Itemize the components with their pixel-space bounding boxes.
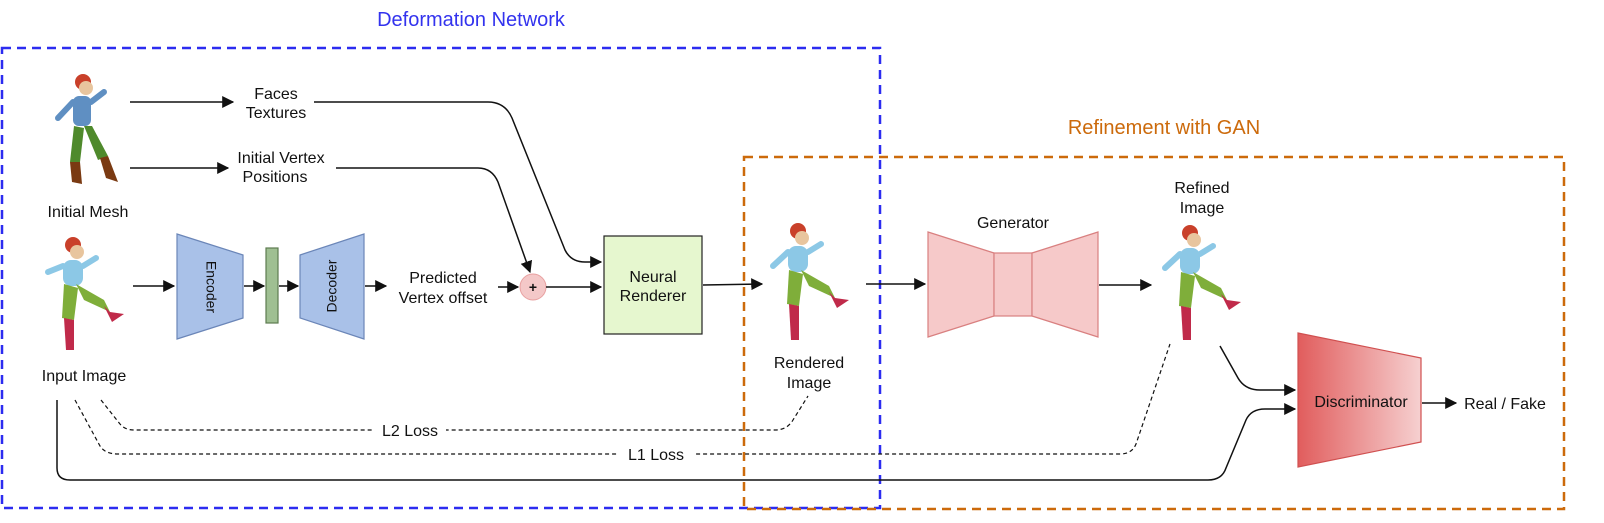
arrow-input-to-discriminator <box>56 400 1297 481</box>
l1-loss-label: L1 Loss <box>628 447 684 464</box>
refinement-gan-frame <box>742 155 1566 511</box>
initial-mesh-figure <box>55 74 118 184</box>
faces-label: Faces <box>254 86 298 103</box>
neural-renderer-label-2: Renderer <box>620 288 687 305</box>
encoder-block <box>176 233 244 340</box>
real-fake-label: Real / Fake <box>1464 396 1546 413</box>
l2-loss-label: L2 Loss <box>382 423 438 440</box>
input-image-figure <box>45 237 124 350</box>
rendered-label: Rendered <box>774 355 844 372</box>
predicted-label: Predicted <box>409 270 477 287</box>
discriminator-block <box>1297 332 1422 468</box>
textures-label: Textures <box>246 105 306 122</box>
deformation-network-title: Deformation Network <box>377 9 566 31</box>
deformation-network-frame <box>0 46 882 510</box>
neural-renderer-label-1: Neural <box>629 269 676 286</box>
rendered-image-label: Image <box>787 375 832 392</box>
input-image-label: Input Image <box>42 368 127 385</box>
initial-vertex-label: Initial Vertex <box>237 150 324 167</box>
l1-loss-bg <box>618 444 694 464</box>
l2-loss-bg <box>372 420 446 440</box>
l1-loss-path <box>74 343 1171 455</box>
decoder-block <box>299 233 365 340</box>
refinement-gan-title: Refinement with GAN <box>1068 117 1260 139</box>
refined-image-label: Image <box>1180 200 1225 217</box>
discriminator-label: Discriminator <box>1314 394 1408 411</box>
adder-symbol: + <box>529 279 537 295</box>
vertex-offset-label: Vertex offset <box>399 290 488 307</box>
refined-image-figure <box>1162 225 1241 340</box>
positions-label: Positions <box>243 169 308 186</box>
bottleneck-block <box>265 247 279 324</box>
encoder-label: Encoder <box>203 261 219 313</box>
arrow-vertices-to-adder <box>336 167 533 274</box>
generator-label: Generator <box>977 215 1050 232</box>
generator-block <box>927 231 1099 338</box>
refined-label: Refined <box>1174 180 1229 197</box>
neural-renderer-block <box>603 235 703 335</box>
rendered-image-figure <box>770 223 849 340</box>
l2-loss-path <box>100 395 809 431</box>
arrow-faces-to-renderer <box>314 101 603 268</box>
initial-mesh-label: Initial Mesh <box>48 204 129 221</box>
decoder-label: Decoder <box>324 259 340 312</box>
arrow-renderer-to-rendered <box>702 278 764 291</box>
arrow-refined-to-discriminator <box>1219 345 1297 396</box>
